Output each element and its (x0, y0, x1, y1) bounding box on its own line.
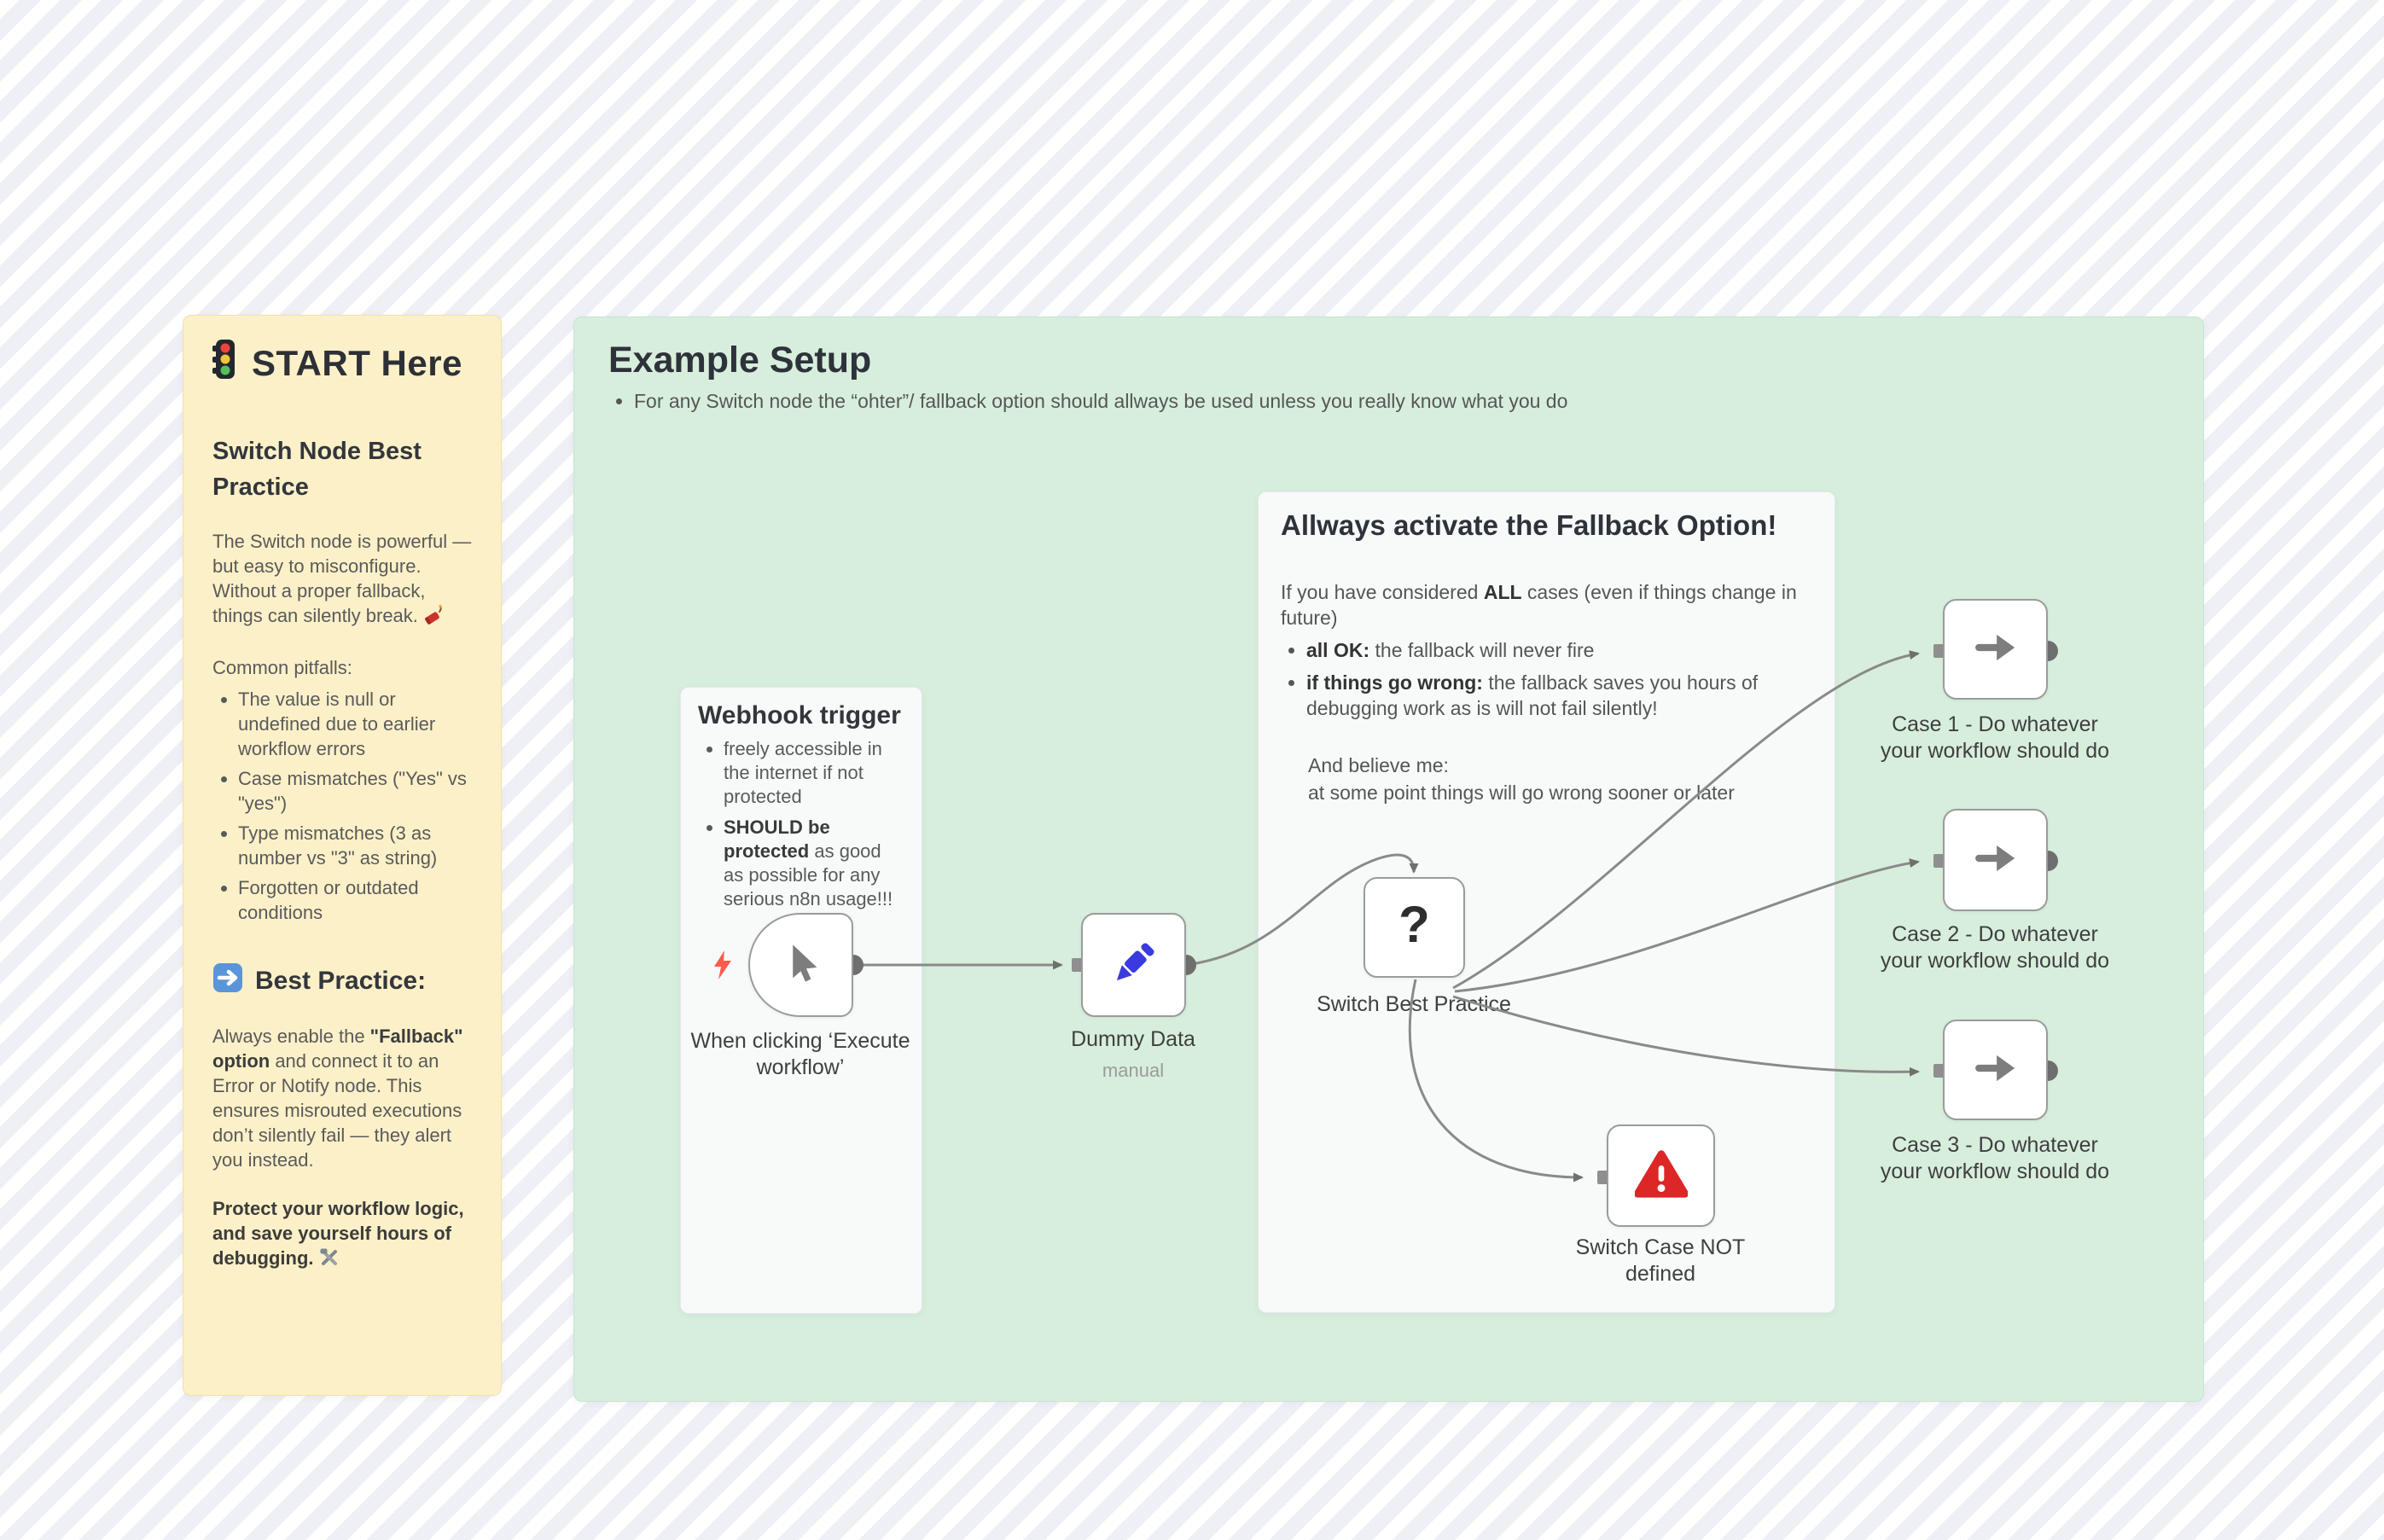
node-label-case1: Case 1 - Do whatever your workflow shoul… (1816, 712, 2174, 764)
node-switch-best-practice[interactable]: ? (1364, 877, 1465, 978)
node-case2[interactable] (1943, 809, 2048, 911)
example-setup-title: Example Setup (608, 340, 872, 381)
best-practice-text: Always enable the "Fallback" option and … (212, 1024, 472, 1172)
fallback-bullet2-post: the fallback saves you hours of debuggin… (1306, 671, 1759, 719)
execute-bolt-icon[interactable] (710, 949, 736, 985)
fallback-note-title: Allways activate the Fallback Option! (1281, 509, 1777, 541)
arrow-right-icon (1972, 834, 2020, 886)
label-line: When clicking ‘Execute (690, 1029, 910, 1053)
input-port-case3 (1933, 1064, 1945, 1078)
node-label-case3: Case 3 - Do whatever your workflow shoul… (1816, 1132, 2174, 1185)
label-line: Case 2 - Do whatever (1892, 922, 2098, 946)
fallback-note-footer: And believe me: at some point things wil… (1308, 752, 1812, 806)
fallback-bullet1-post: the fallback will never fire (1369, 639, 1595, 661)
start-note-heading: Switch Node Best Practice (212, 438, 422, 501)
fallback-intro-bold: ALL (1483, 581, 1522, 603)
fallback-intro-pre: If you have considered (1281, 581, 1484, 603)
arrow-right-emoji-icon (212, 962, 243, 1000)
webhook-note-title: Webhook trigger (698, 701, 901, 729)
node-manual-trigger[interactable] (748, 913, 853, 1017)
question-mark-icon: ? (1398, 896, 1430, 953)
webhook-bullet-post: as good as possible for any serious n8n … (724, 840, 893, 909)
dynamite-icon (423, 605, 444, 631)
start-note-title-text: START Here (252, 343, 462, 383)
node-label-case2: Case 2 - Do whatever your workflow shoul… (1816, 921, 2174, 974)
fallback-bullet2-bold: if things go wrong: (1306, 671, 1483, 694)
best-practice-text-bold: "Fallback" option (212, 1026, 463, 1072)
best-practice-heading-text: Best Practice: (255, 967, 427, 995)
list-item: Forgotten or outdated conditions (238, 875, 472, 925)
sticky-note-start-here[interactable]: START Here Switch Node Best Practice The… (183, 315, 502, 1396)
webhook-bullet-bold: SHOULD be protected (724, 816, 830, 862)
label-line: Case 1 - Do whatever (1892, 712, 2098, 736)
node-label-dummy-data: Dummy Data manual (954, 1026, 1312, 1084)
start-note-pitfalls-list: The value is null or undefined due to ea… (212, 687, 472, 925)
list-item: SHOULD be protected as good as possible … (724, 816, 904, 911)
label-line: your workflow should do (1880, 739, 2110, 763)
label-line: your workflow should do (1880, 949, 2110, 973)
example-setup-list: For any Switch node the “ohter”/ fallbac… (608, 388, 2169, 414)
best-practice-text-pre: Always enable the (212, 1026, 370, 1047)
arrow-right-icon (1972, 1044, 2020, 1096)
label-line: Switch Case NOT (1575, 1235, 1746, 1259)
node-case1[interactable] (1943, 599, 2048, 700)
label-line: workflow’ (756, 1055, 845, 1079)
warning-icon (1633, 1149, 1689, 1203)
list-item: For any Switch node the “ohter”/ fallbac… (634, 388, 2169, 414)
fallback-intro-post: cases (even if things change in future) (1281, 581, 1797, 629)
input-port-dummy (1072, 958, 1083, 972)
label-line: Dummy Data (1071, 1027, 1195, 1051)
best-practice-text-post: and connect it to an Error or Notify nod… (212, 1050, 462, 1171)
fallback-note-list: all OK: the fallback will never fire if … (1281, 637, 1812, 721)
fallback-footer-line1: And believe me: (1308, 754, 1449, 776)
start-note-intro-text: The Switch node is powerful — but easy t… (212, 531, 472, 626)
arrow-right-icon (1972, 624, 2020, 676)
connection-dummy-to-switch[interactable] (1185, 853, 1419, 967)
node-label-fallback-case: Switch Case NOT defined (1481, 1235, 1840, 1287)
tools-icon (319, 1247, 340, 1274)
node-label-trigger: When clicking ‘Execute workflow’ (621, 1028, 980, 1081)
list-item: if things go wrong: the fallback saves y… (1306, 670, 1812, 721)
fallback-footer-line2: at some point things will go wrong soone… (1308, 782, 1735, 804)
start-note-title: START Here (212, 338, 472, 389)
node-sublabel: manual (1102, 1060, 1165, 1081)
start-note-intro: The Switch node is powerful — but easy t… (212, 529, 472, 631)
input-port-case2 (1933, 854, 1945, 868)
node-switch-case-not-defined[interactable] (1607, 1124, 1715, 1227)
list-item: Case mismatches ("Yes" vs "yes") (238, 766, 472, 816)
label-line: defined (1625, 1262, 1696, 1286)
input-port-case1 (1933, 644, 1945, 658)
protect-text-content: Protect your workflow logic, and save yo… (212, 1198, 464, 1269)
cursor-icon (779, 941, 823, 990)
connection-switch-to-case2[interactable] (1454, 858, 1920, 993)
fallback-bullet1-bold: all OK: (1306, 639, 1370, 661)
list-item: Type mismatches (3 as number vs "3" as s… (238, 821, 472, 870)
connection-switch-to-case1[interactable] (1452, 650, 1920, 990)
protect-text: Protect your workflow logic, and save yo… (212, 1196, 472, 1274)
label-line: Case 3 - Do whatever (1892, 1133, 2098, 1157)
webhook-note-list: freely accessible in the internet if not… (698, 737, 904, 911)
input-port-fallback-case (1597, 1171, 1608, 1184)
connection-switch-to-fallback-case[interactable] (1408, 979, 1584, 1183)
list-item: all OK: the fallback will never fire (1306, 637, 1812, 663)
start-note-pitfalls-label: Common pitfalls: (212, 657, 352, 678)
node-dummy-data[interactable] (1081, 913, 1186, 1017)
traffic-light-icon (212, 338, 238, 389)
pencil-icon (1108, 937, 1160, 994)
label-line: your workflow should do (1880, 1159, 2110, 1183)
best-practice-heading: Best Practice: (212, 962, 472, 1000)
connection-switch-to-case3[interactable] (1452, 995, 1920, 1077)
list-item: freely accessible in the internet if not… (724, 737, 904, 809)
fallback-note-intro: If you have considered ALL cases (even i… (1281, 579, 1812, 631)
node-case3[interactable] (1943, 1020, 2048, 1120)
list-item: The value is null or undefined due to ea… (238, 687, 472, 761)
